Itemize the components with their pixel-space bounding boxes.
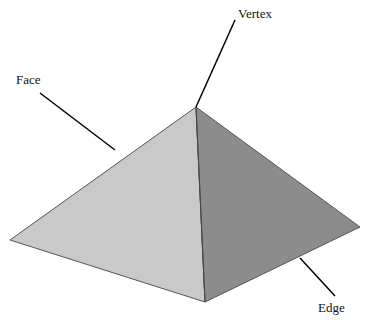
- part-label: Face: [16, 72, 41, 87]
- leader-line: [196, 20, 235, 107]
- leader-line: [300, 258, 335, 296]
- right-face: [196, 107, 360, 302]
- left-face: [10, 107, 205, 302]
- part-label: Vertex: [238, 6, 272, 21]
- leader-line: [40, 93, 115, 150]
- part-label: Edge: [318, 300, 345, 315]
- front-edge: [196, 107, 205, 302]
